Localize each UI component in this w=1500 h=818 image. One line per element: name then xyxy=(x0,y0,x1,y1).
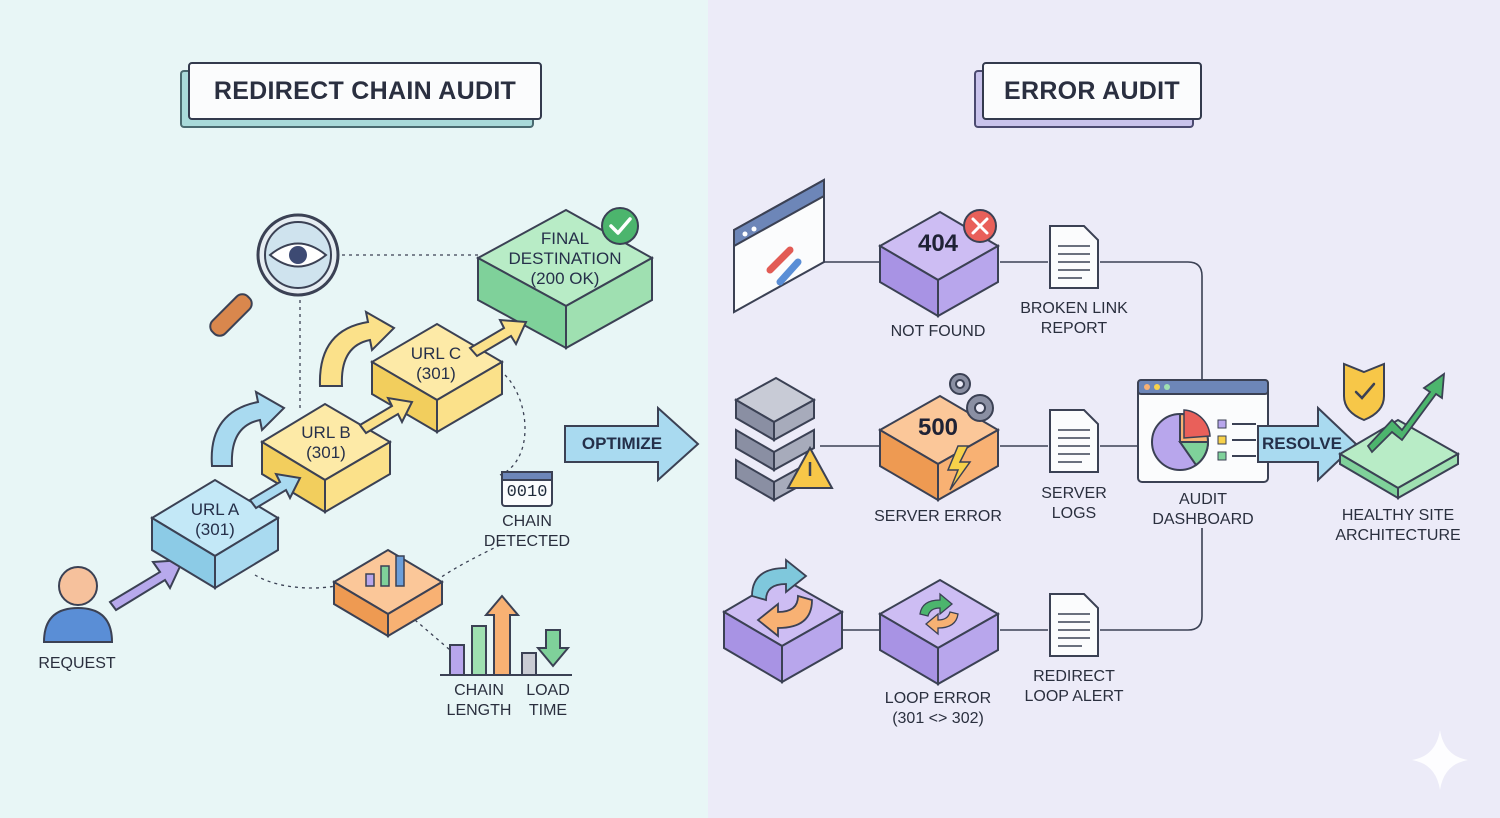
url-b-label: URL B (301) xyxy=(301,423,350,463)
redirect-loop-alert-icon xyxy=(1049,593,1099,657)
server-logs-line-1: SERVER xyxy=(1041,485,1107,502)
gears-icon xyxy=(949,373,994,422)
url-a-block xyxy=(150,478,280,590)
url-a-label: URL A (301) xyxy=(191,500,240,540)
chain-arrows xyxy=(248,318,528,510)
url-c-block xyxy=(370,322,504,434)
load-time-label: LOAD TIME xyxy=(526,681,570,721)
final-destination-label: FINAL DESTINATION (200 OK) xyxy=(508,229,621,289)
healthy-site-line-2: ARCHITECTURE xyxy=(1335,527,1461,544)
server-logs-icon xyxy=(1049,409,1099,473)
server-error-label: SERVER ERROR xyxy=(874,508,1002,525)
analytics-block xyxy=(332,548,444,638)
audit-dashboard-line-2: DASHBOARD xyxy=(1152,511,1254,528)
healthy-site-line-1: HEALTHY SITE xyxy=(1341,507,1455,524)
server-stack-icon xyxy=(733,376,834,502)
success-check-icon xyxy=(601,207,639,245)
audit-dashboard-icon xyxy=(1137,379,1269,483)
audit-dashboard-label: AUDIT DASHBOARD xyxy=(1152,490,1253,530)
optimize-arrow xyxy=(564,405,700,483)
error-x-icon xyxy=(963,209,997,243)
error-500-code: 500 xyxy=(917,414,959,441)
url-a-name: URL A xyxy=(190,500,240,519)
final-line-2: DESTINATION xyxy=(508,249,622,268)
loop-platform xyxy=(722,558,845,684)
error-connectors xyxy=(820,261,1203,631)
request-arrow xyxy=(108,558,185,612)
left-panel xyxy=(0,0,708,818)
error-audit-title: ERROR AUDIT xyxy=(982,62,1202,120)
redirect-loop-alert-line-1: REDIRECT xyxy=(1033,668,1115,685)
server-logs-label: SERVER LOGS xyxy=(1041,484,1107,524)
chain-detected-line-2: DETECTED xyxy=(483,533,571,550)
redirect-chain-audit-title: REDIRECT CHAIN AUDIT xyxy=(188,62,542,120)
load-time-line-2: TIME xyxy=(528,702,568,719)
loop-error-line-1: LOOP ERROR xyxy=(884,690,992,707)
url-a-code: (301) xyxy=(195,520,235,539)
url-b-code: (301) xyxy=(306,443,346,462)
broken-link-browser-icon xyxy=(733,178,825,314)
url-c-code: (301) xyxy=(416,364,456,383)
broken-link-report-icon xyxy=(1049,225,1099,289)
url-c-label: URL C (301) xyxy=(411,344,461,384)
loop-error-label: LOOP ERROR (301 <> 302) xyxy=(885,689,991,729)
metrics-chart xyxy=(440,594,572,676)
redirect-loop-alert-label: REDIRECT LOOP ALERT xyxy=(1024,667,1123,707)
hop-arrows xyxy=(210,310,396,467)
magnifier-icon xyxy=(209,213,340,337)
broken-link-report-line-1: BROKEN LINK xyxy=(1020,300,1128,317)
binary-code: 0010 xyxy=(506,483,548,502)
server-logs-line-2: LOGS xyxy=(1051,505,1097,522)
chain-detected-label: CHAIN DETECTED xyxy=(484,512,570,552)
loop-error-line-2: (301 <> 302) xyxy=(892,710,984,727)
person-icon xyxy=(42,566,114,643)
chain-detected-line-1: CHAIN xyxy=(502,513,552,530)
final-line-3: (200 OK) xyxy=(530,269,600,288)
url-c-name: URL C xyxy=(410,344,462,363)
resolve-label: RESOLVE xyxy=(1262,434,1342,453)
load-time-line-1: LOAD xyxy=(526,682,570,699)
binary-window-icon xyxy=(501,471,553,507)
redirect-loop-alert-line-2: LOOP ALERT xyxy=(1024,688,1124,705)
broken-link-report-label: BROKEN LINK REPORT xyxy=(1020,299,1128,339)
chain-length-line-1: CHAIN xyxy=(454,682,504,699)
chain-length-label: CHAIN LENGTH xyxy=(447,681,512,721)
optimize-label: OPTIMIZE xyxy=(581,434,663,453)
final-line-1: FINAL xyxy=(540,229,590,248)
not-found-label: NOT FOUND xyxy=(890,323,986,340)
resolve-arrow xyxy=(1257,405,1358,483)
healthy-site-label: HEALTHY SITE ARCHITECTURE xyxy=(1335,506,1460,546)
sparkle-icon xyxy=(1412,730,1468,790)
url-b-name: URL B xyxy=(301,423,351,442)
request-label: REQUEST xyxy=(38,655,116,672)
chain-length-line-2: LENGTH xyxy=(446,702,512,719)
healthy-site-block xyxy=(1338,362,1461,500)
broken-link-report-line-2: REPORT xyxy=(1040,320,1108,337)
loop-error-block xyxy=(877,578,1001,686)
error-404-code: 404 xyxy=(917,230,959,257)
audit-dashboard-line-1: AUDIT xyxy=(1178,491,1227,508)
